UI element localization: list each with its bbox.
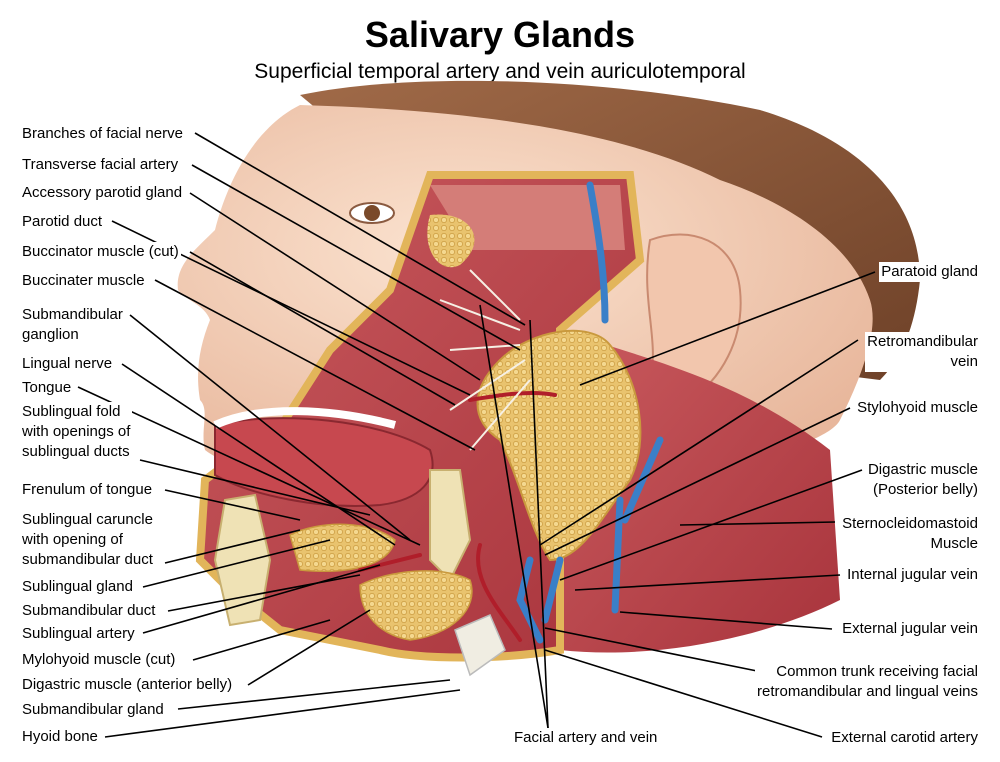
diagram-subtitle: Superficial temporal artery and vein aur… <box>254 60 746 83</box>
label-digastric-anterior-belly: Digastric muscle (anterior belly) <box>20 675 235 695</box>
hyoid-tendon <box>454 614 506 677</box>
label-common-trunk: Common trunk receiving facial retromandi… <box>755 662 980 702</box>
label-retromandibular-vein: Retromandibular vein <box>865 332 980 372</box>
hair <box>300 80 920 381</box>
label-sublingual-fold: Sublingual fold with openings of subling… <box>20 402 133 462</box>
label-facial-artery-and-vein: Facial artery and vein <box>512 728 660 748</box>
diagram-title: Salivary Glands <box>364 14 636 55</box>
label-buccinator-muscle-cut: Buccinator muscle (cut) <box>20 242 181 262</box>
label-branches-of-facial-nerve: Branches of facial nerve <box>20 124 185 144</box>
label-parotid-duct: Parotid duct <box>20 212 105 232</box>
label-submandibular-gland: Submandibular gland <box>20 700 166 720</box>
label-hyoid-bone: Hyoid bone <box>20 727 100 747</box>
label-submandibular-duct: Submandibular duct <box>20 601 158 621</box>
label-submandibular-ganglion: Submandibular ganglion <box>20 305 125 345</box>
label-tongue: Tongue <box>20 378 74 398</box>
tongue <box>214 417 434 507</box>
label-transverse-facial-artery: Transverse facial artery <box>20 155 181 175</box>
label-internal-jugular-vein: Internal jugular vein <box>845 565 980 585</box>
teeth-upper <box>213 407 397 429</box>
facial-nerve-branches <box>439 269 531 451</box>
parotid-gland <box>476 329 642 562</box>
label-mylohyoid-muscle-cut: Mylohyoid muscle (cut) <box>20 650 178 670</box>
label-stylohyoid-muscle: Stylohyoid muscle <box>855 398 980 418</box>
submandibular-gland <box>359 570 473 641</box>
label-lingual-nerve: Lingual nerve <box>20 354 115 374</box>
veins <box>516 181 664 644</box>
label-sternocleidomastoid-muscle: Sternocleidomastoid Muscle <box>840 514 980 554</box>
label-digastric-posterior-belly: Digastric muscle (Posterior belly) <box>865 460 980 500</box>
sublingual-gland <box>289 523 396 572</box>
label-sublingual-gland: Sublingual gland <box>20 577 135 597</box>
jaw-bone <box>213 493 272 627</box>
label-accessory-parotid-gland: Accessory parotid gland <box>20 183 185 203</box>
leader-lines <box>77 132 876 738</box>
label-sublingual-caruncle: Sublingual caruncle with opening of subm… <box>20 510 155 570</box>
label-paratoid-gland: Paratoid gland <box>879 262 980 282</box>
label-sublingual-artery: Sublingual artery <box>20 624 137 644</box>
label-buccinater-muscle: Buccinater muscle <box>20 271 147 291</box>
label-external-carotid-artery: External carotid artery <box>829 728 980 748</box>
label-frenulum-of-tongue: Frenulum of tongue <box>20 480 155 500</box>
label-external-jugular-vein: External jugular vein <box>840 619 980 639</box>
